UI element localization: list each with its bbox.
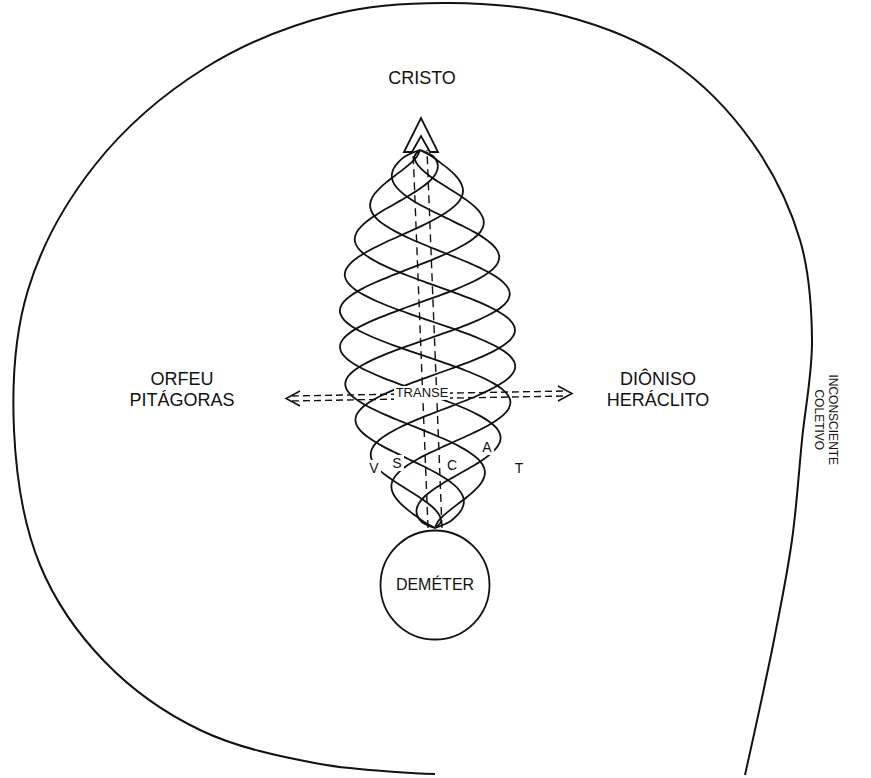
arrow-head bbox=[286, 391, 300, 406]
strand-letter: V bbox=[367, 460, 380, 476]
strand-letter: A bbox=[480, 439, 493, 455]
dashed-axis bbox=[413, 150, 428, 528]
spiral-outline bbox=[13, 3, 812, 775]
strand-letter: C bbox=[445, 457, 459, 473]
region-label: INCONSCIENTE COLETIVO bbox=[812, 374, 840, 465]
deity-circle: DEMÉTER bbox=[379, 529, 491, 641]
helix-strand bbox=[340, 150, 511, 528]
helix-strands bbox=[340, 150, 515, 528]
helix-strand bbox=[345, 150, 510, 528]
arrow-head bbox=[404, 118, 438, 152]
side-label: DIÔNISO HERÁCLITO bbox=[583, 369, 733, 410]
circle-shape bbox=[381, 531, 490, 640]
arrow-head bbox=[558, 386, 572, 401]
axis-label: TRANSE bbox=[394, 386, 451, 401]
helix-strand bbox=[340, 150, 501, 528]
node-label: DEMÉTER bbox=[396, 576, 474, 594]
side-label: ORFEU PITÁGORAS bbox=[107, 369, 257, 410]
strand-letter: T bbox=[513, 460, 526, 476]
top-label: CRISTO bbox=[388, 68, 456, 89]
strand-letter: S bbox=[390, 455, 403, 471]
helix-strand bbox=[345, 150, 515, 528]
dashed-axis bbox=[427, 150, 442, 528]
